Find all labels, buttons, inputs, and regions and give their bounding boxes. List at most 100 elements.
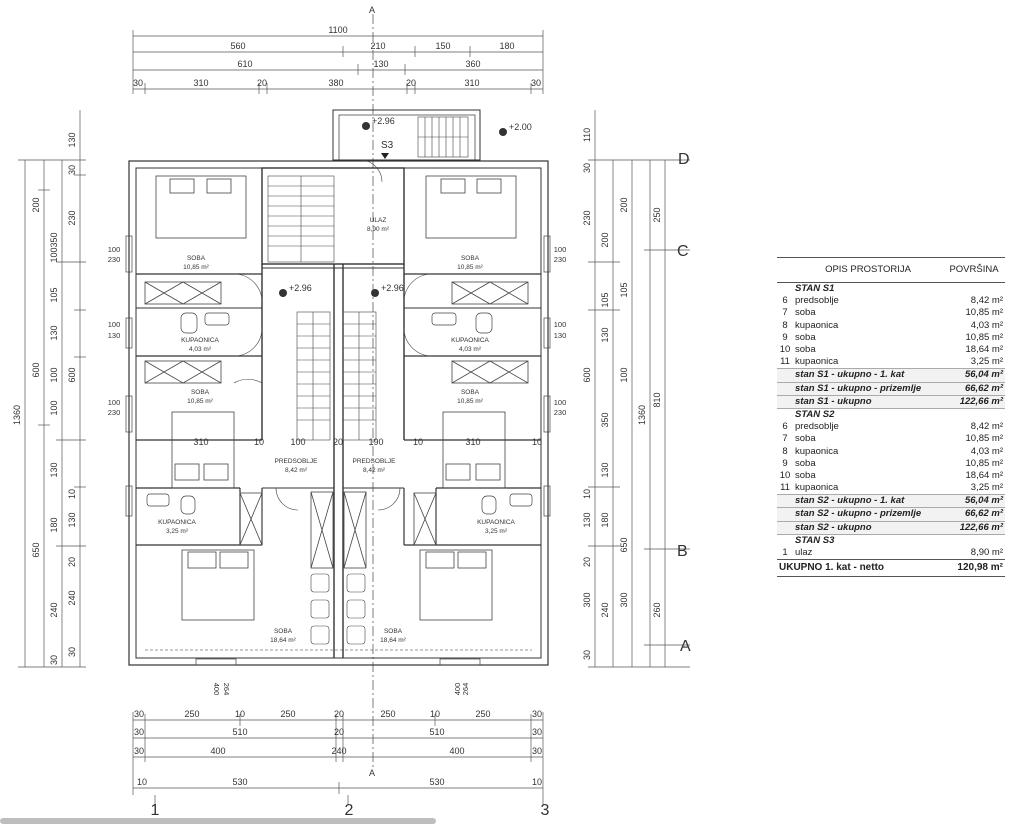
left-dimension-labels: 1360 650 600 200 30 240 180 130 100 100 …: [12, 132, 77, 665]
dim-label: 100: [554, 398, 567, 407]
row-description: soba: [795, 469, 816, 481]
dim-label: 400: [210, 746, 225, 756]
row-number: [777, 394, 793, 409]
row-number: 7: [782, 433, 788, 445]
row-number: [777, 368, 793, 383]
dim-label: 105: [600, 292, 610, 307]
s3-arrow-icon: [381, 153, 389, 159]
row-description: predsoblje: [795, 295, 839, 307]
dim-label: 240: [67, 590, 77, 605]
dim-label: 530: [429, 777, 444, 787]
dim-label: 530: [232, 777, 247, 787]
row-area: 10,85 m²: [965, 307, 1004, 319]
dim-label: 100: [554, 245, 567, 254]
row-area: 56,04 m²: [943, 494, 1005, 509]
row-description: STAN S2: [795, 408, 835, 420]
axis-1: 1: [151, 802, 160, 819]
row-description: predsoblje: [795, 421, 839, 433]
dim-label: 350: [600, 412, 610, 427]
dim-label: 190: [368, 437, 383, 447]
row-area: 18,64 m²: [965, 344, 1004, 356]
dim-total-height: 1360: [12, 405, 22, 425]
dim-label: 180: [600, 512, 610, 527]
dim-label: 310: [193, 78, 208, 88]
row-description: stan S1 - ukupno - prizemlje: [793, 381, 943, 396]
row-area: 4,03 m²: [970, 445, 1003, 457]
row-area: 8,90 m²: [970, 547, 1003, 559]
top-dimensions: [132, 30, 544, 94]
right-dimension-labels: 30 300 20 130 10 600 230 30 110 240 180 …: [582, 128, 662, 660]
dim-label: 20: [334, 727, 344, 737]
row-description: soba: [795, 433, 816, 445]
row-number: 9: [782, 457, 788, 469]
floor-plan: 1100 560 210 150 180 610 130 360 30 310 …: [12, 5, 691, 819]
horizontal-scrollbar[interactable]: [0, 818, 436, 824]
unit-s3-label: S3: [381, 140, 394, 151]
room-name: KUPAONICA: [181, 337, 219, 344]
row-number: [777, 408, 793, 421]
dim-label: 10: [235, 709, 245, 719]
row-number: 11: [780, 356, 790, 368]
dim-total-height-right: 1360: [637, 405, 647, 425]
axis-3: 3: [541, 802, 550, 819]
room-area: 8,90 m²: [367, 226, 390, 233]
row-number: [777, 520, 793, 535]
dim-label: 100: [108, 245, 121, 254]
row-area: 18,64 m²: [965, 469, 1004, 481]
dim-label: 130: [67, 512, 77, 527]
axis-c: C: [677, 243, 689, 260]
dim-label: 240: [600, 602, 610, 617]
room-area: 18,64 m²: [380, 637, 406, 644]
dim-label: 264: [461, 683, 470, 696]
dim-label: 105: [619, 282, 629, 297]
row-area: 8,42 m²: [970, 421, 1003, 433]
room-name: PREDSOBLJE: [275, 458, 319, 465]
dim-label: 10: [582, 489, 592, 499]
row-number: [777, 381, 793, 396]
room-name: PREDSOBLJE: [353, 458, 397, 465]
room-area: 3,25 m²: [166, 528, 189, 535]
dim-label: 100: [49, 247, 59, 262]
row-description: stan S2 - ukupno - 1. kat: [793, 494, 943, 509]
dim-label: 30: [582, 163, 592, 173]
dim-label: 400: [449, 746, 464, 756]
dim-label: 10: [254, 437, 264, 447]
room-labels: ULAZ 8,90 m² SOBA 10,85 m² SOBA 10,85 m²…: [158, 217, 515, 644]
dim-label: 30: [133, 78, 143, 88]
table-total-row: UKUPNO 1. kat - netto 120,98 m²: [777, 559, 1005, 578]
table-group-row: STAN S3: [777, 534, 1005, 547]
row-area: 56,04 m²: [943, 368, 1005, 383]
dim-label: 240: [331, 746, 346, 756]
dim-label: 30: [49, 655, 59, 665]
row-number: 6: [782, 295, 788, 307]
dim-label: 130: [373, 59, 388, 69]
row-area: 4,03 m²: [970, 319, 1003, 331]
bottom-dimension-labels: 30 250 10 250 20 250 10 250 30 30 510 20…: [134, 709, 542, 787]
dim-label: 210: [370, 41, 385, 51]
dim-label: 100: [49, 367, 59, 382]
dim-label: 20: [257, 78, 267, 88]
dim-label: 250: [652, 207, 662, 222]
row-description: soba: [795, 344, 816, 356]
row-description: kupaonica: [795, 482, 839, 494]
dim-label: 130: [600, 327, 610, 342]
stairs: [267, 116, 469, 645]
row-area: 122,66 m²: [943, 394, 1005, 409]
total-label: UKUPNO 1. kat - netto: [777, 559, 943, 578]
row-area: 66,62 m²: [943, 507, 1005, 522]
room-area: 18,64 m²: [270, 637, 296, 644]
room-name: KUPAONICA: [158, 519, 196, 526]
row-description: stan S2 - ukupno: [793, 520, 943, 535]
dim-label: 260: [652, 602, 662, 617]
bathroom-fixtures: [146, 312, 533, 515]
left-dimensions: [18, 110, 86, 668]
room-name: SOBA: [461, 255, 480, 262]
